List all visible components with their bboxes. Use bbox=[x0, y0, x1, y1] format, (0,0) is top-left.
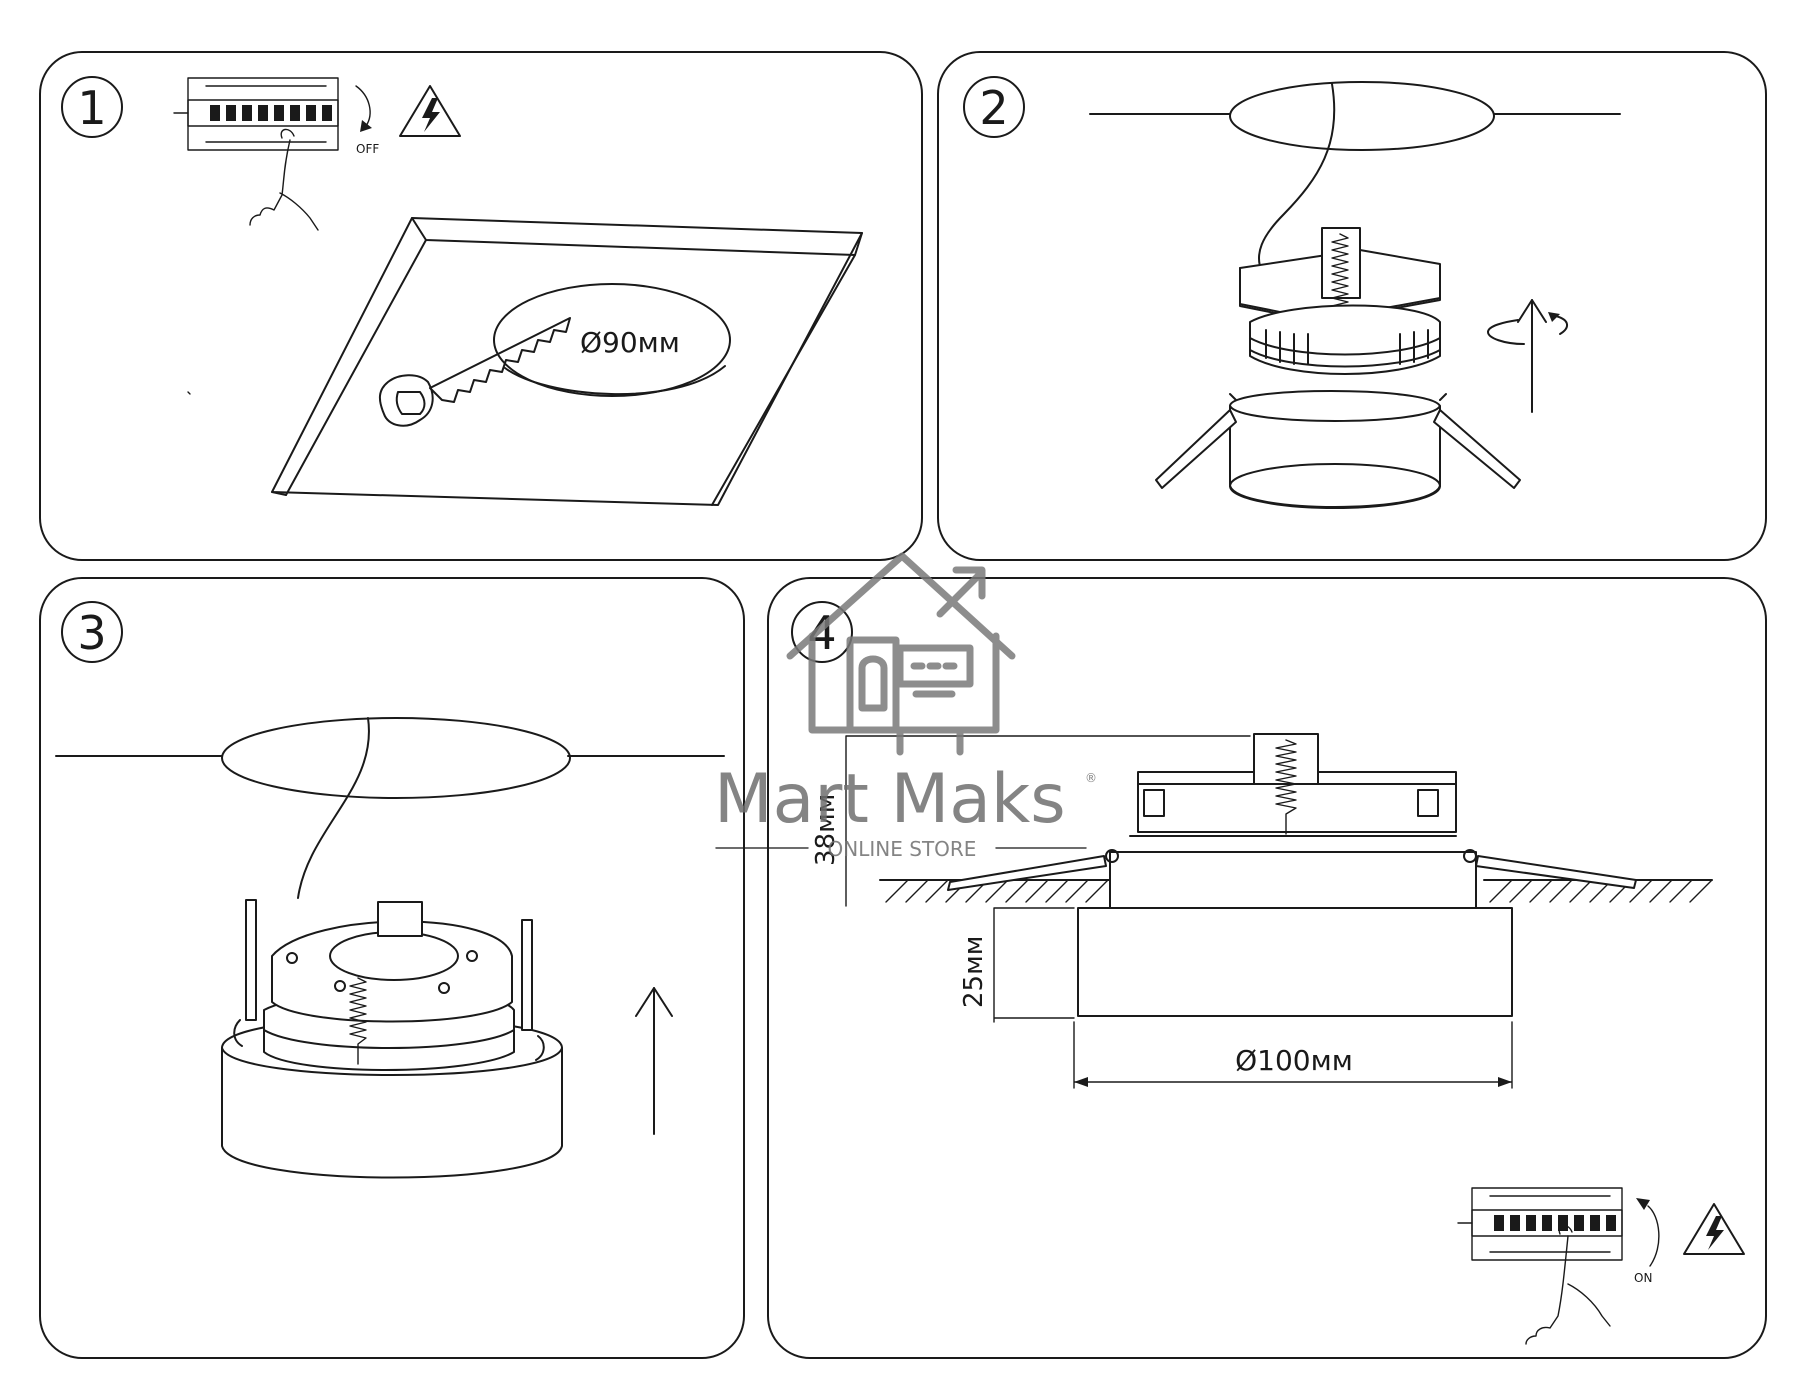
step-number: 2 bbox=[979, 81, 1008, 135]
diameter-dimension-label: Ø100мм bbox=[1235, 1044, 1353, 1077]
watermark-brand: Mart Maks bbox=[714, 760, 1066, 839]
hole-diameter-label: Ø90мм bbox=[580, 326, 680, 359]
rotate-arrow-icon bbox=[355, 85, 371, 127]
dimension-height: 38мм bbox=[811, 735, 1251, 907]
saw-icon bbox=[378, 317, 571, 427]
dimension-diameter: Ø100мм bbox=[1073, 1021, 1513, 1089]
light-fixture-bottom-view bbox=[221, 899, 563, 1179]
circuit-breaker-icon bbox=[1457, 1187, 1623, 1261]
circuit-breaker-icon bbox=[173, 77, 339, 151]
hand-icon bbox=[249, 128, 319, 231]
switch-off-label: OFF bbox=[356, 142, 379, 156]
cutout-hole: Ø90мм bbox=[493, 283, 731, 397]
house-logo-icon bbox=[786, 552, 1016, 756]
light-fixture-top-view bbox=[1155, 227, 1521, 509]
dimension-depth: 25мм bbox=[959, 907, 1075, 1023]
step-number-badge: 2 bbox=[963, 76, 1025, 138]
spring-clip-icon bbox=[349, 977, 367, 1065]
rotate-arrow-icon bbox=[1647, 1205, 1660, 1267]
up-arrow-icon bbox=[635, 987, 673, 1135]
high-voltage-warning-icon bbox=[1683, 1203, 1745, 1255]
step-number: 1 bbox=[77, 81, 106, 135]
hand-icon bbox=[1525, 1224, 1611, 1345]
depth-dimension-label: 25мм bbox=[959, 936, 989, 1008]
step-1-panel: 1 OFF bbox=[39, 51, 923, 561]
step-number-badge: 1 bbox=[61, 76, 123, 138]
step-number: 3 bbox=[77, 606, 106, 660]
rotate-arrow-icon bbox=[1487, 312, 1568, 345]
switch-on-label: ON bbox=[1634, 1271, 1652, 1285]
step-4-panel: 4 38мм 25мм bbox=[767, 577, 1767, 1359]
watermark-tagline: ONLINE STORE bbox=[828, 837, 977, 861]
ceiling-panel bbox=[271, 217, 863, 506]
light-fixture-side-view bbox=[947, 733, 1637, 1017]
step-number-badge: 3 bbox=[61, 601, 123, 663]
step-2-panel: 2 bbox=[937, 51, 1767, 561]
height-dimension-label: 38мм bbox=[811, 794, 841, 866]
step-3-panel: 3 bbox=[39, 577, 745, 1359]
high-voltage-warning-icon bbox=[399, 85, 461, 137]
spring-clip-icon bbox=[1275, 739, 1297, 835]
watermark: Mart Maks ® ONLINE STORE bbox=[714, 552, 1097, 861]
watermark-registered: ® bbox=[1085, 771, 1097, 785]
up-arrow-icon bbox=[1517, 299, 1547, 413]
